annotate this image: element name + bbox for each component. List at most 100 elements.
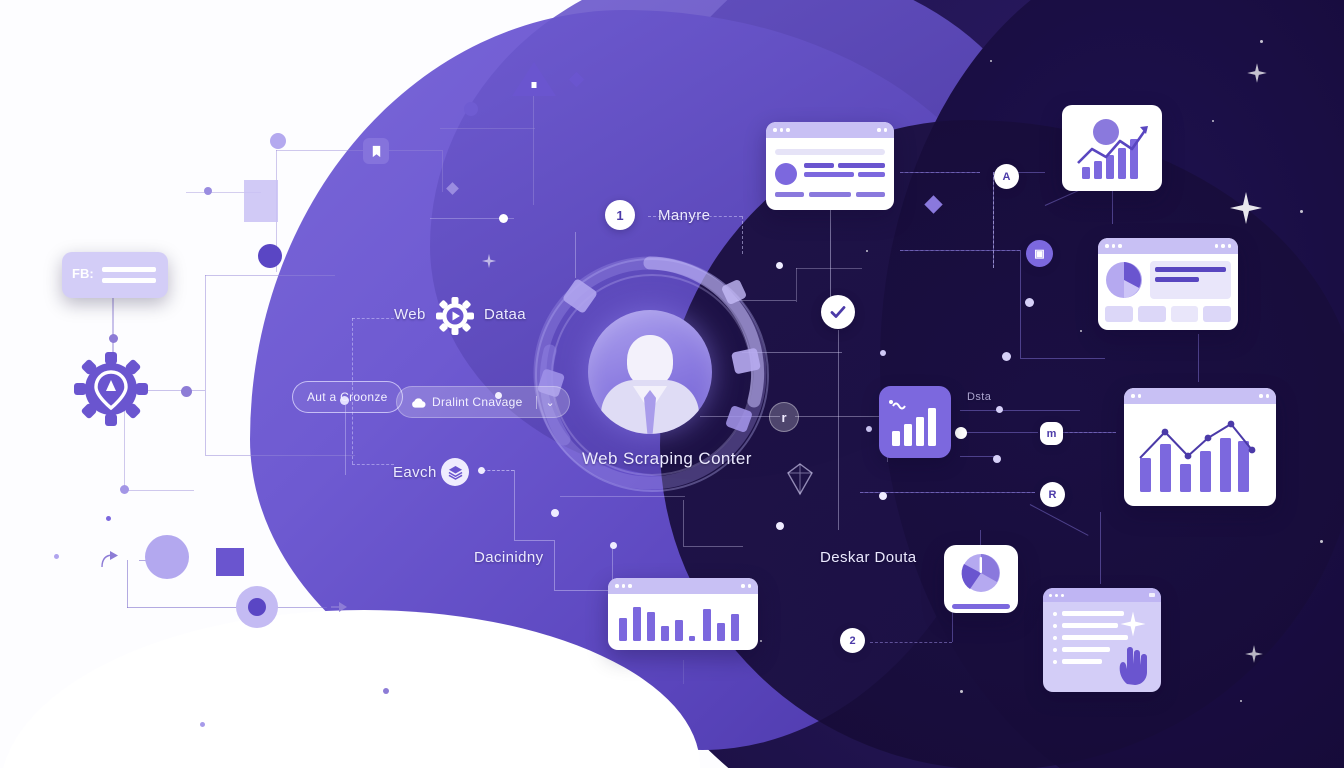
node-dot [993,455,1001,463]
avatar [775,163,797,185]
window-dots [1049,593,1064,597]
connector-line [440,128,535,129]
node-dot [996,406,1003,413]
profile-browser-card[interactable] [766,122,894,210]
connector-line [514,540,554,541]
connector-line [205,455,355,456]
user-avatar-icon[interactable] [588,310,712,434]
badge-a[interactable]: A [994,164,1019,189]
window-dots [1131,394,1141,398]
star-speck [760,640,762,642]
layers-icon [448,465,462,480]
node-dot [551,509,559,517]
connector-line [900,250,1020,251]
auto-crawler-label: Aut a Croonze [307,390,388,404]
sparkle-icon [1230,192,1262,224]
avatar-tie [644,390,656,434]
connector-line [796,268,862,269]
combo-chart-card[interactable] [1124,388,1276,506]
data-coverage-dropdown[interactable]: Dralint Cnavage ⌄ [396,386,571,418]
node-dot [499,214,508,223]
sparkle-icon [1120,611,1146,637]
connector-line [442,150,443,192]
badge-pointer[interactable]: r [769,402,799,432]
badge-two[interactable]: 2 [840,628,865,653]
node-dot [340,396,349,405]
card-titlebar [1124,388,1276,404]
window-controls[interactable] [1149,593,1155,597]
window-controls[interactable] [741,584,751,588]
node-dot [478,467,485,474]
badge-r[interactable]: R [1040,482,1065,507]
fb-record-prefix: FB: [72,266,94,281]
connector-line [648,216,742,217]
record-line [102,267,156,272]
badge-m[interactable]: m [1040,422,1063,445]
connector-line [560,496,685,497]
node-dot [776,262,783,269]
arrow-icon [101,551,118,568]
connector-line [345,405,346,475]
auto-crawler-pill[interactable]: Aut a Croonze [292,381,403,413]
connector-line [1020,250,1021,358]
node-dot [109,334,118,343]
connector-line [533,90,534,205]
connector-line [272,607,327,608]
star-speck [1300,210,1303,213]
badge-lock[interactable]: ▣ [1026,240,1053,267]
bar-chart-card[interactable] [608,578,758,650]
connector-line [127,390,205,391]
deskar-label: Deskar Douta [820,549,917,566]
step-one-label: Manyre [658,207,711,224]
fb-record-card[interactable]: FB: [62,252,168,298]
list-cursor-card[interactable] [1043,588,1161,692]
node-dot [495,392,502,399]
trend-chart [1077,119,1148,179]
node-dot [1025,298,1034,307]
bookmark-tile-icon[interactable] [363,138,389,164]
node-dot [880,350,886,356]
settings-gear-icon[interactable] [74,352,148,426]
connector-line [795,416,887,417]
gem-outline-icon [787,463,813,496]
check-icon [830,306,846,318]
node-dot [181,386,192,397]
card-body [1098,254,1238,329]
summary-line [952,604,1010,609]
node-dot [200,722,205,727]
trend-chart-card[interactable] [1062,105,1162,191]
process-gear-icon[interactable] [436,297,474,335]
pie-chart-card[interactable] [944,545,1018,613]
step-badge-one[interactable]: 1 [605,200,635,230]
batch-label: Eavch [393,464,437,481]
node-dot [955,427,967,439]
star-speck [1080,330,1082,332]
node-dot [54,554,59,559]
node-dot [879,492,887,500]
node-dot [258,244,282,268]
batch-icon[interactable] [441,458,469,486]
window-controls[interactable] [1259,394,1269,398]
node-dot [1002,352,1011,361]
placeholder-line [775,149,885,155]
pie-dashboard-card[interactable] [1098,238,1238,330]
connector-line [952,604,953,642]
connector-line [683,660,684,684]
node-dot [866,426,872,432]
window-controls[interactable] [1214,244,1231,248]
pie-chart [961,554,1000,592]
chevron-down-icon[interactable]: ⌄ [535,395,556,409]
node-dot [464,102,478,116]
sparkle-icon [1247,63,1267,83]
node-dot [776,522,784,530]
cloud-icon [411,396,426,409]
star-speck [1260,40,1263,43]
connector-line [186,192,261,193]
cursor-hand-icon[interactable] [1115,644,1153,686]
connector-line [1060,432,1116,433]
connector-line [900,172,980,173]
window-controls[interactable] [877,128,887,132]
status-check-badge[interactable] [821,295,855,329]
analytics-tile-icon[interactable] [879,386,951,458]
node-dot [120,485,129,494]
